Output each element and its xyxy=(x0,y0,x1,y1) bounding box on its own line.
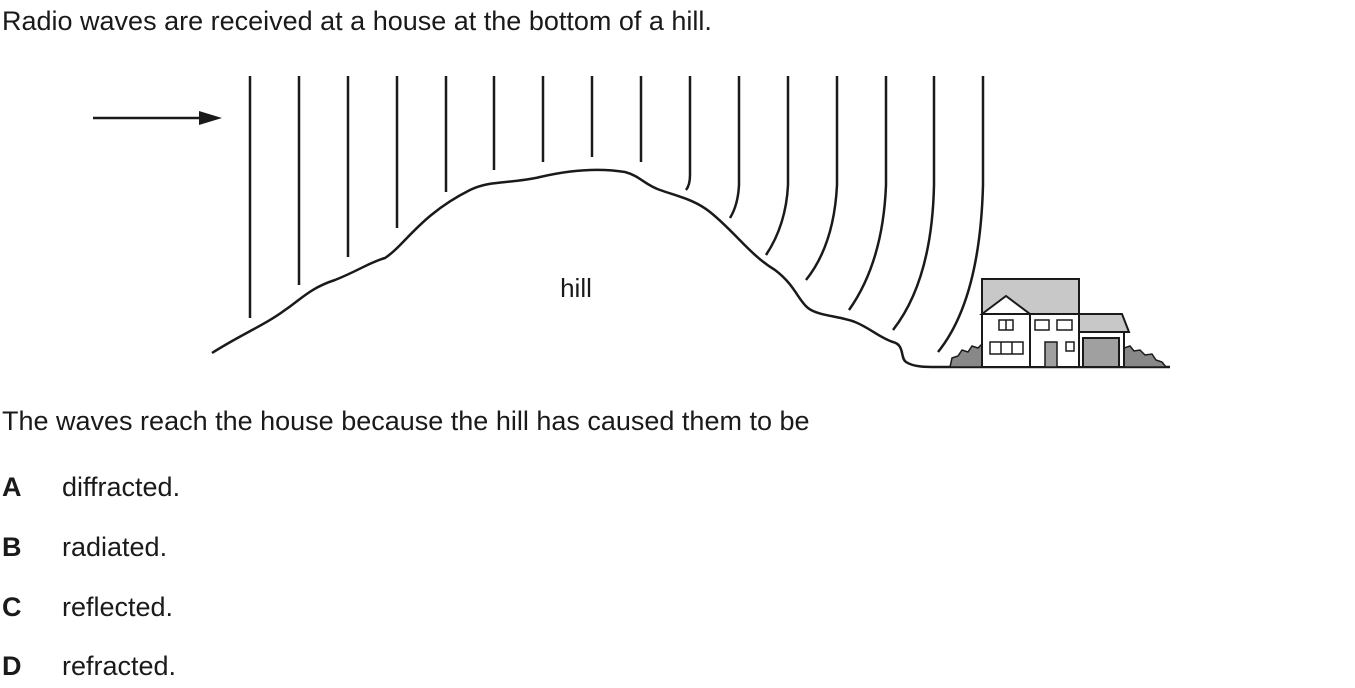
diffraction-diagram: hill xyxy=(93,76,1170,369)
option-c[interactable]: C reflected. xyxy=(2,592,173,623)
wavefront xyxy=(684,76,692,191)
option-text: diffracted. xyxy=(62,472,181,502)
option-text: refracted. xyxy=(62,651,177,681)
option-a[interactable]: A diffracted. xyxy=(2,472,180,503)
bush-right xyxy=(1123,345,1168,368)
option-letter: A xyxy=(2,472,22,502)
option-d[interactable]: D refracted. xyxy=(2,651,176,682)
option-letter: C xyxy=(2,592,22,622)
wavefront xyxy=(764,76,790,256)
wavefront xyxy=(805,76,839,281)
option-letter: D xyxy=(2,651,22,681)
wavefront xyxy=(892,76,936,331)
option-letter: B xyxy=(2,532,22,562)
hill-label: hill xyxy=(560,273,592,303)
wavefront xyxy=(937,76,985,353)
wavefront xyxy=(847,76,888,311)
wavefront xyxy=(728,76,741,219)
question-stem: The waves reach the house because the hi… xyxy=(2,406,810,436)
hill-outline xyxy=(211,168,1170,369)
wavefronts xyxy=(248,76,985,353)
arrow-right-icon xyxy=(93,111,222,125)
house-icon xyxy=(949,278,1168,368)
option-text: reflected. xyxy=(62,592,174,622)
bush-left xyxy=(949,342,983,368)
question-intro: Radio waves are received at a house at t… xyxy=(2,6,712,36)
option-text: radiated. xyxy=(62,532,168,562)
option-b[interactable]: B radiated. xyxy=(2,532,167,563)
